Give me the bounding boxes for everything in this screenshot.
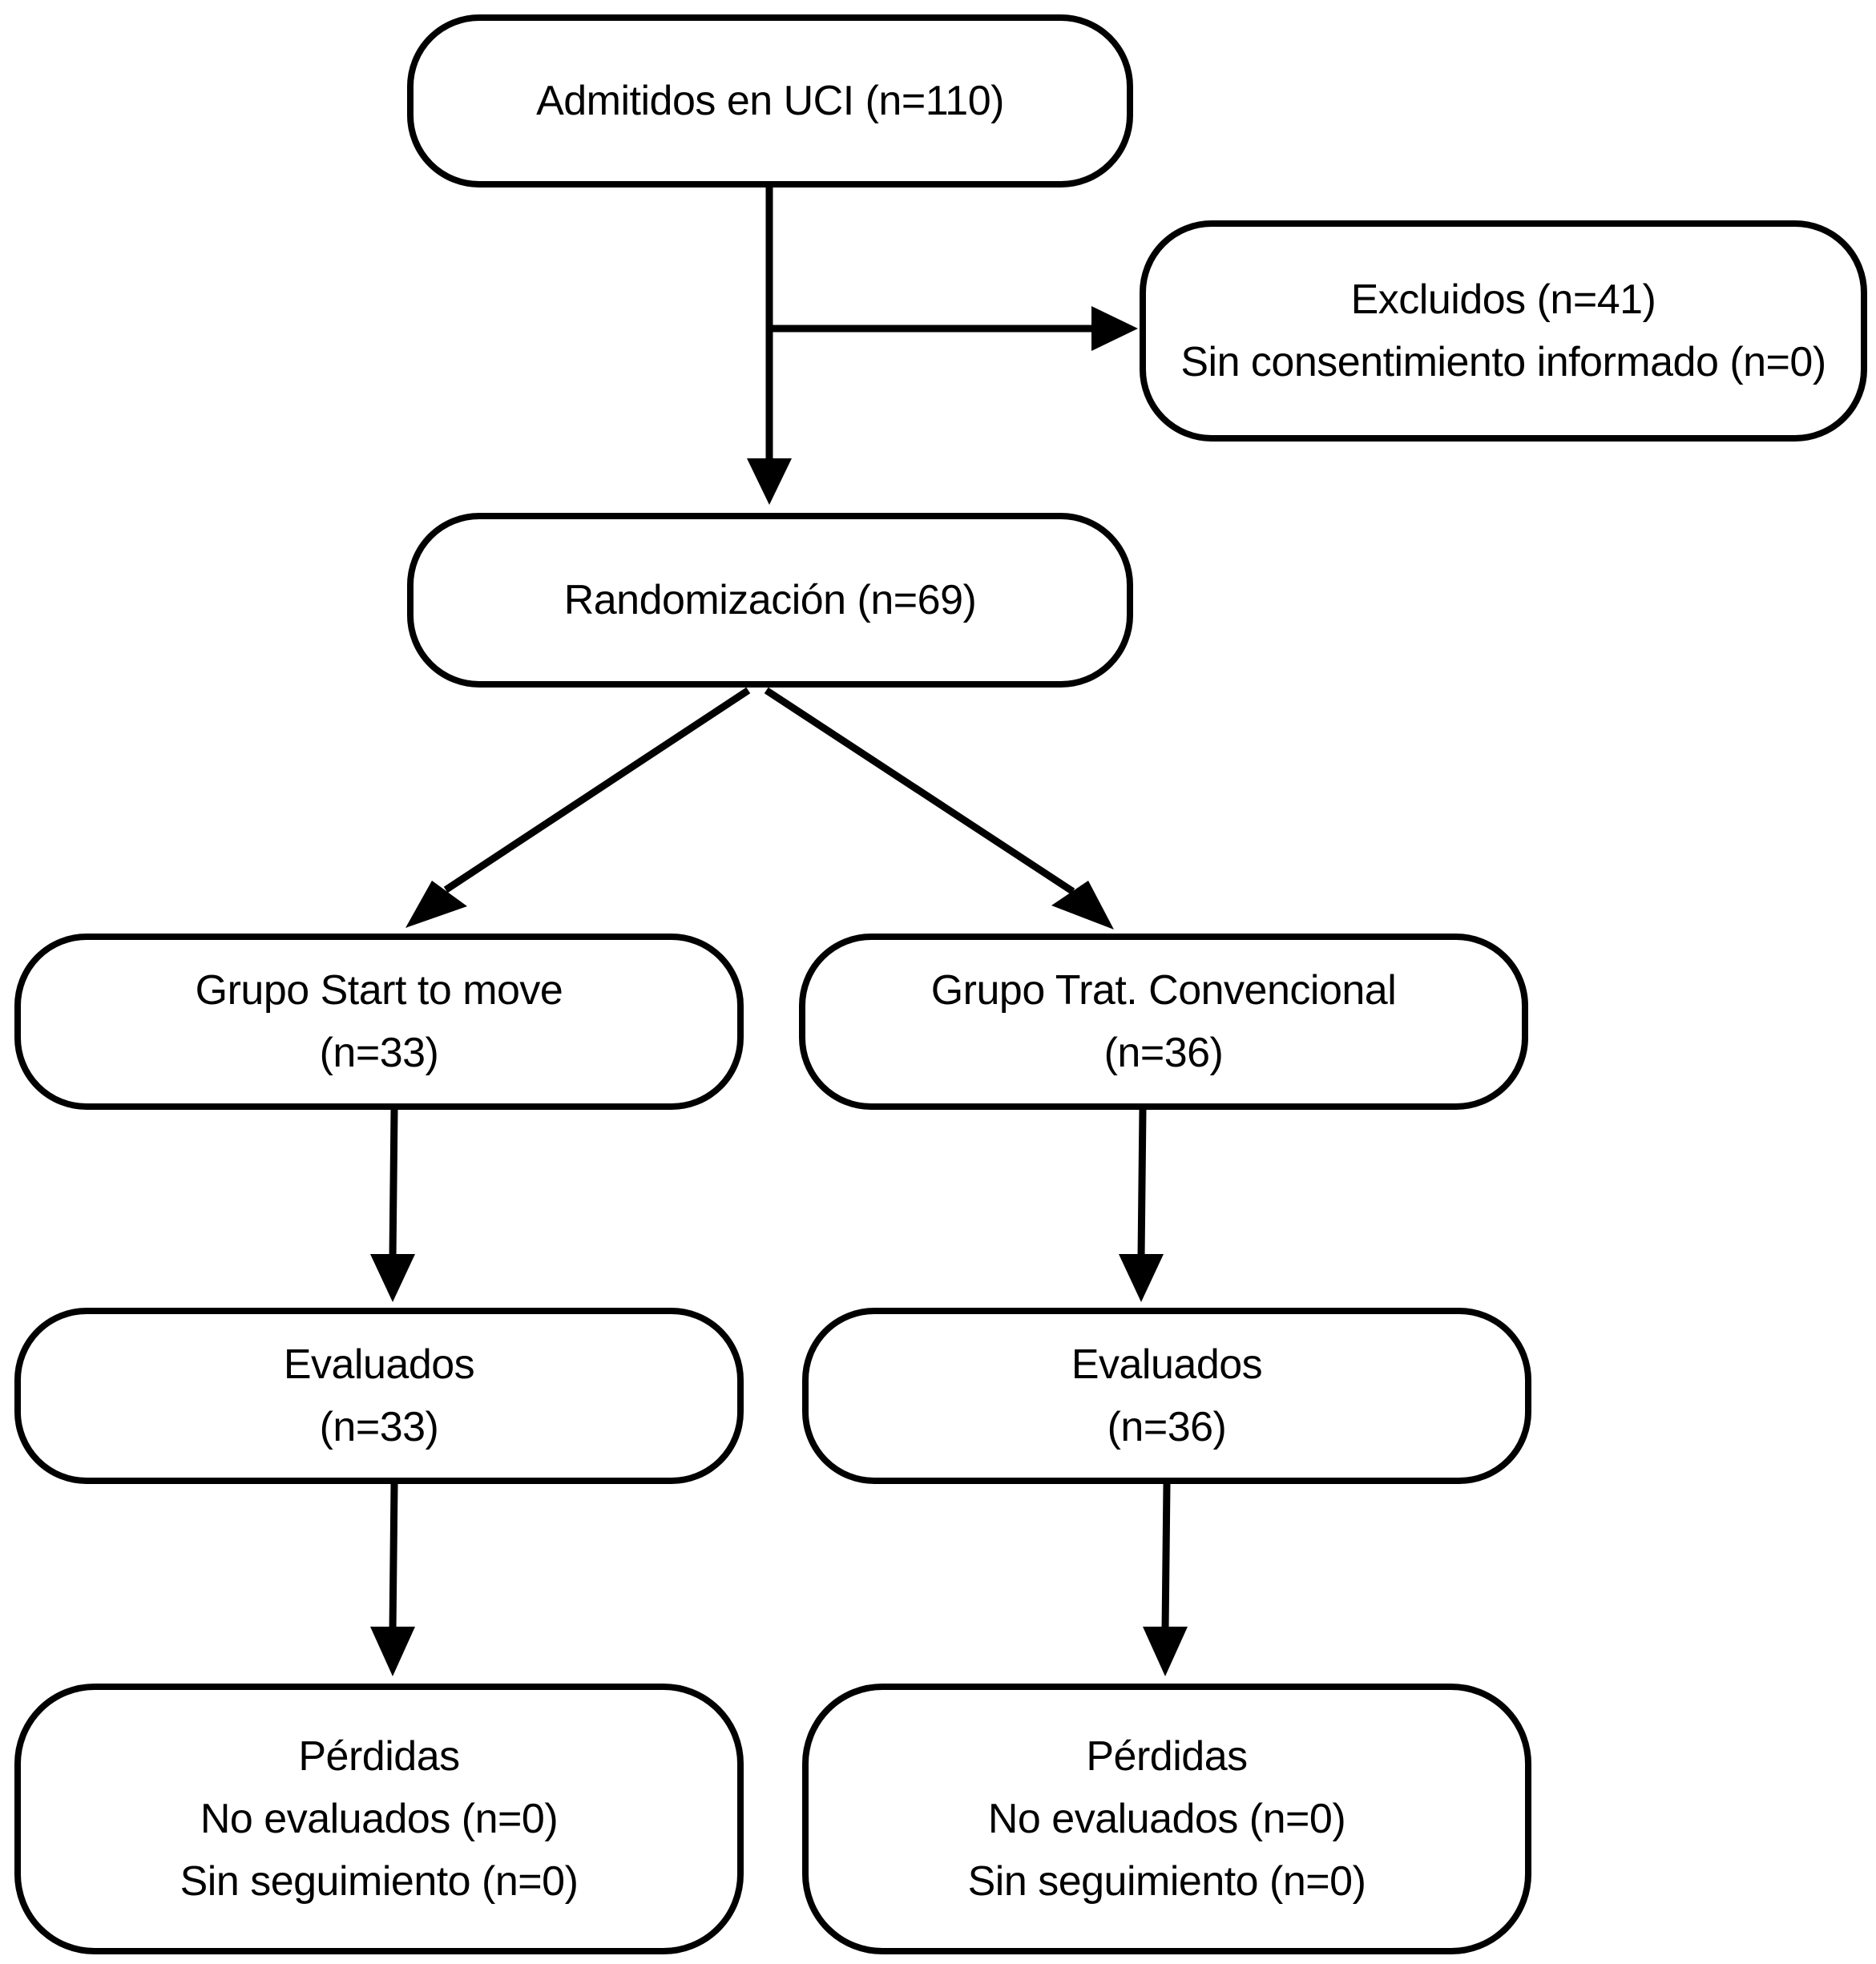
losses-a-box: Pérdidas No evaluados (n=0) Sin seguimie… [14,1684,744,1954]
arrowhead-down-right-group-b [1051,881,1114,930]
excluded-detail: Sin consentimiento informado (n=0) [1180,339,1826,385]
group-b-count: (n=36) [1103,1030,1224,1076]
arrowhead-down-losses-b [1143,1627,1188,1676]
losses-b-box: Pérdidas No evaluados (n=0) Sin seguimie… [802,1684,1531,1954]
group-start-to-move-box: Grupo Start to move (n=33) [14,934,744,1110]
group-a-label: Grupo Start to move [195,967,563,1014]
evaluated-b-box: Evaluados (n=36) [802,1308,1531,1484]
group-b-label: Grupo Trat. Convencional [930,967,1397,1014]
excluded-label: Excluidos (n=41) [1350,276,1656,323]
losses-a-not-evaluated: No evaluados (n=0) [200,1796,559,1842]
group-conventional-box: Grupo Trat. Convencional (n=36) [799,934,1528,1110]
evaluated-a-count: (n=33) [319,1404,439,1450]
excluded-box: Excluidos (n=41) Sin consentimiento info… [1140,220,1867,442]
connector-randomization-to-group-b [764,687,1075,895]
arrowhead-down-left-group-a [405,881,467,928]
admitted-box: Admitidos en UCI (n=110) [407,14,1133,188]
randomization-box: Randomización (n=69) [407,513,1133,688]
connector-randomization-to-group-a [443,687,751,893]
admitted-label: Admitidos en UCI (n=110) [536,78,1004,124]
randomization-label: Randomización (n=69) [563,577,977,623]
evaluated-a-box: Evaluados (n=33) [14,1308,744,1484]
losses-b-no-followup: Sin seguimiento (n=0) [967,1858,1366,1905]
evaluated-b-label: Evaluados [1071,1341,1263,1388]
losses-b-title: Pérdidas [1086,1733,1248,1780]
evaluated-b-count: (n=36) [1107,1404,1227,1450]
connector-evaluated-b-to-losses-b [1161,1480,1171,1635]
connector-evaluated-a-to-losses-a [389,1480,398,1635]
losses-a-title: Pérdidas [298,1733,460,1780]
group-a-count: (n=33) [319,1030,439,1076]
arrowhead-down-evaluated-b [1119,1254,1164,1302]
losses-a-no-followup: Sin seguimiento (n=0) [180,1858,579,1905]
arrowhead-down-evaluated-a [370,1254,415,1302]
losses-b-not-evaluated: No evaluados (n=0) [987,1796,1346,1842]
connector-group-a-to-evaluated-a [389,1106,398,1262]
connector-group-b-to-evaluated-b [1137,1106,1147,1262]
arrowhead-down-randomization [747,458,792,505]
arrowhead-right-excluded [1091,306,1138,351]
arrowhead-down-losses-a [370,1627,415,1676]
evaluated-a-label: Evaluados [283,1341,475,1388]
